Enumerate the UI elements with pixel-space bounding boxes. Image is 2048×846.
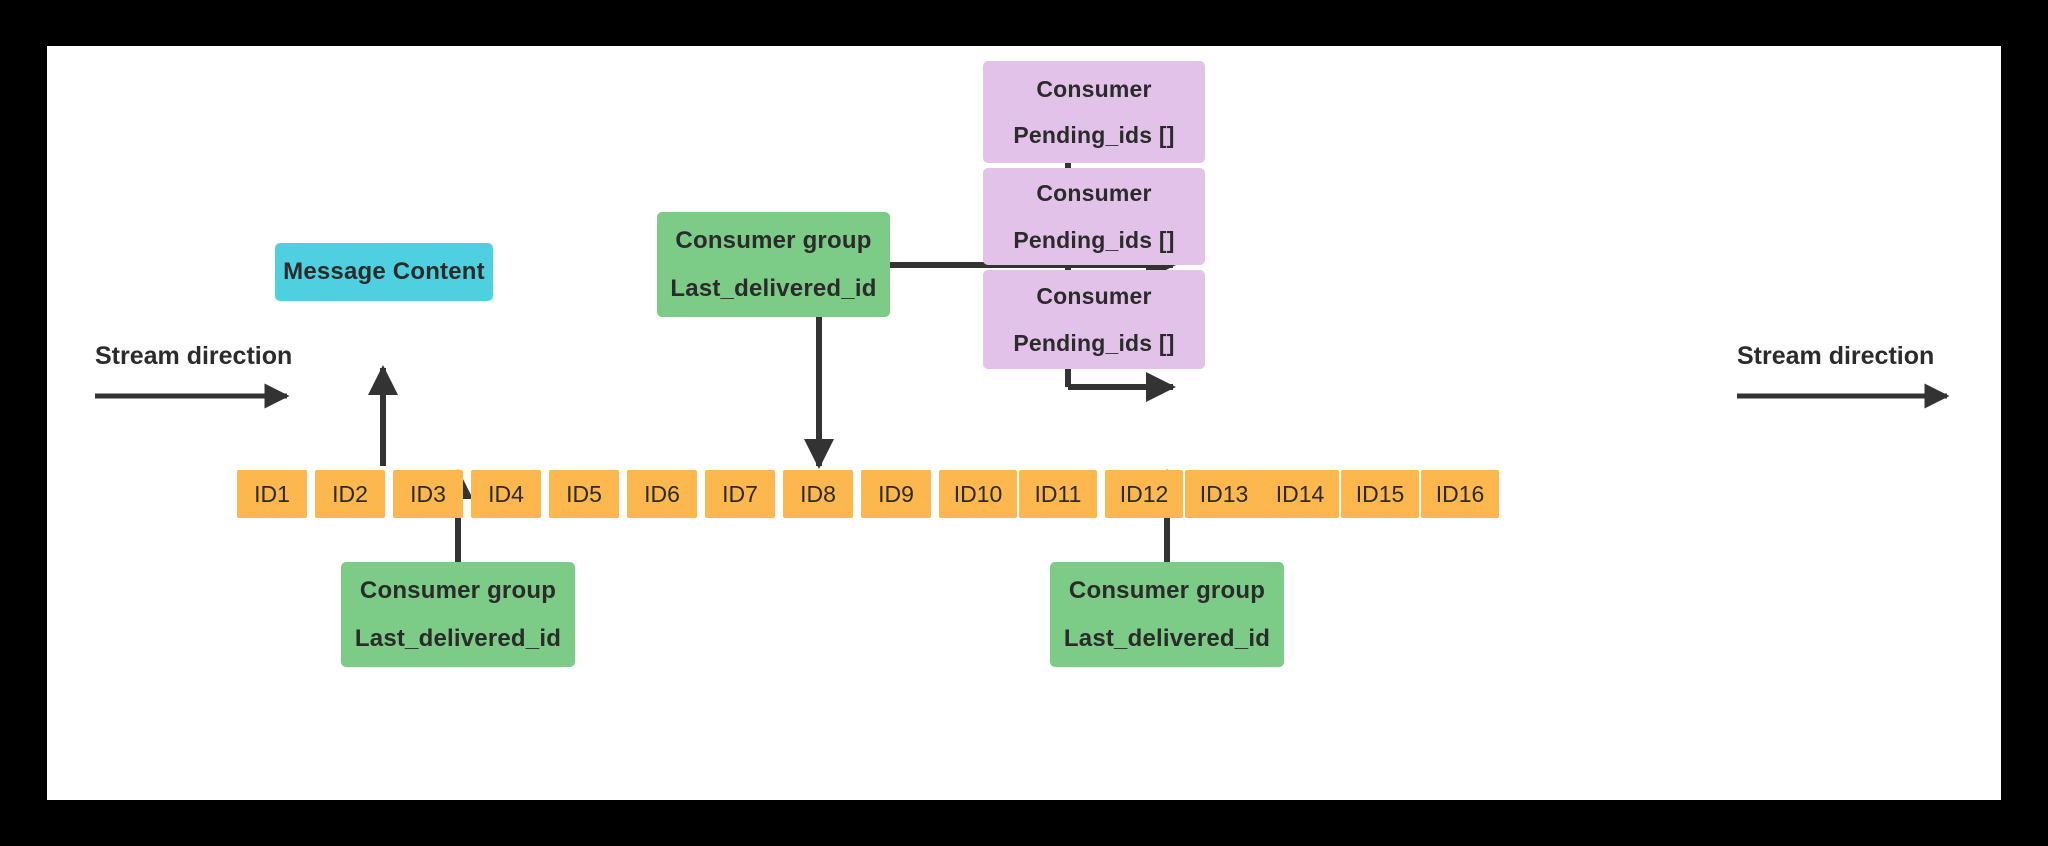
stream-cell-id4[interactable]: ID4 (471, 470, 541, 518)
stream-cell-id11[interactable]: ID11 (1019, 470, 1097, 518)
stream-cell-label: ID15 (1355, 480, 1405, 507)
consumer-middle-box[interactable]: Consumer Pending_ids [] (983, 168, 1205, 265)
stream-cell-label: ID1 (254, 480, 290, 507)
stream-cell-id9[interactable]: ID9 (861, 470, 931, 518)
stream-cell-label: ID11 (1034, 480, 1082, 507)
consumer-top-title: Consumer (1036, 75, 1152, 102)
stream-cell-label: ID10 (953, 480, 1003, 507)
message-content-title: Message Content (283, 258, 485, 286)
stream-cell-label: ID2 (332, 480, 368, 507)
stream-cell-id6[interactable]: ID6 (627, 470, 697, 518)
consumer-middle-title: Consumer (1036, 180, 1152, 207)
stream-cell-label: ID9 (878, 480, 914, 507)
consumer-top-pending-ids: Pending_ids [] (1013, 122, 1175, 148)
consumer-group-left-title: Consumer group (359, 577, 557, 605)
stream-cell-id1[interactable]: ID1 (237, 470, 307, 518)
stream-cell-id3[interactable]: ID3 (393, 470, 463, 518)
consumer-group-middle-box[interactable]: Consumer group Last_delivered_id (657, 212, 890, 317)
stream-direction-label-right: Stream direction (1737, 342, 1935, 370)
stream-cell-label: ID6 (644, 480, 680, 507)
stream-cell-label: ID12 (1119, 480, 1169, 507)
diagram-canvas: Stream direction Stream direction Messag… (47, 46, 2001, 800)
consumer-group-middle-last-delivered-id: Last_delivered_id (670, 274, 877, 302)
stream-cell-id15[interactable]: ID15 (1341, 470, 1419, 518)
stream-cell-id13[interactable]: ID13 (1185, 470, 1263, 518)
stream-row: ID1 ID2 ID3 ID4 ID5 ID6 ID7 ID8 ID9 ID10 ID11 ID12 I… (47, 470, 2001, 518)
stream-direction-label-left: Stream direction (95, 342, 293, 370)
consumer-group-right-box[interactable]: Consumer group Last_delivered_id (1050, 562, 1284, 667)
stream-cell-label: ID4 (488, 480, 524, 507)
stream-cell-id2[interactable]: ID2 (315, 470, 385, 518)
stream-cell-id10[interactable]: ID10 (939, 470, 1017, 518)
consumer-bottom-title: Consumer (1036, 283, 1152, 310)
consumer-top-box[interactable]: Consumer Pending_ids [] (983, 61, 1205, 163)
stream-cell-id8[interactable]: ID8 (783, 470, 853, 518)
consumer-bottom-pending-ids: Pending_ids [] (1013, 329, 1175, 356)
stream-cell-label: ID8 (800, 480, 836, 507)
consumer-group-left-last-delivered-id: Last_delivered_id (354, 624, 562, 652)
stream-cell-id5[interactable]: ID5 (549, 470, 619, 518)
stream-cell-id7[interactable]: ID7 (705, 470, 775, 518)
stream-cell-label: ID13 (1199, 480, 1249, 507)
stream-cell-label: ID3 (410, 480, 446, 507)
consumer-group-right-title: Consumer group (1068, 577, 1266, 605)
consumer-middle-pending-ids: Pending_ids [] (1013, 226, 1175, 253)
stream-cell-id12[interactable]: ID12 (1105, 470, 1183, 518)
consumer-group-left-box[interactable]: Consumer group Last_delivered_id (341, 562, 575, 667)
consumer-group-middle-title: Consumer group (675, 227, 872, 255)
stream-cell-label: ID16 (1435, 480, 1485, 507)
stream-cell-label: ID5 (566, 480, 602, 507)
stream-cell-id14[interactable]: ID14 (1261, 470, 1339, 518)
stream-cell-id16[interactable]: ID16 (1421, 470, 1499, 518)
stream-cell-label: ID14 (1275, 480, 1325, 507)
consumer-group-right-last-delivered-id: Last_delivered_id (1063, 624, 1271, 652)
consumer-bottom-box[interactable]: Consumer Pending_ids [] (983, 270, 1205, 369)
message-content-box[interactable]: Message Content (275, 243, 493, 301)
stream-cell-label: ID7 (722, 480, 758, 507)
